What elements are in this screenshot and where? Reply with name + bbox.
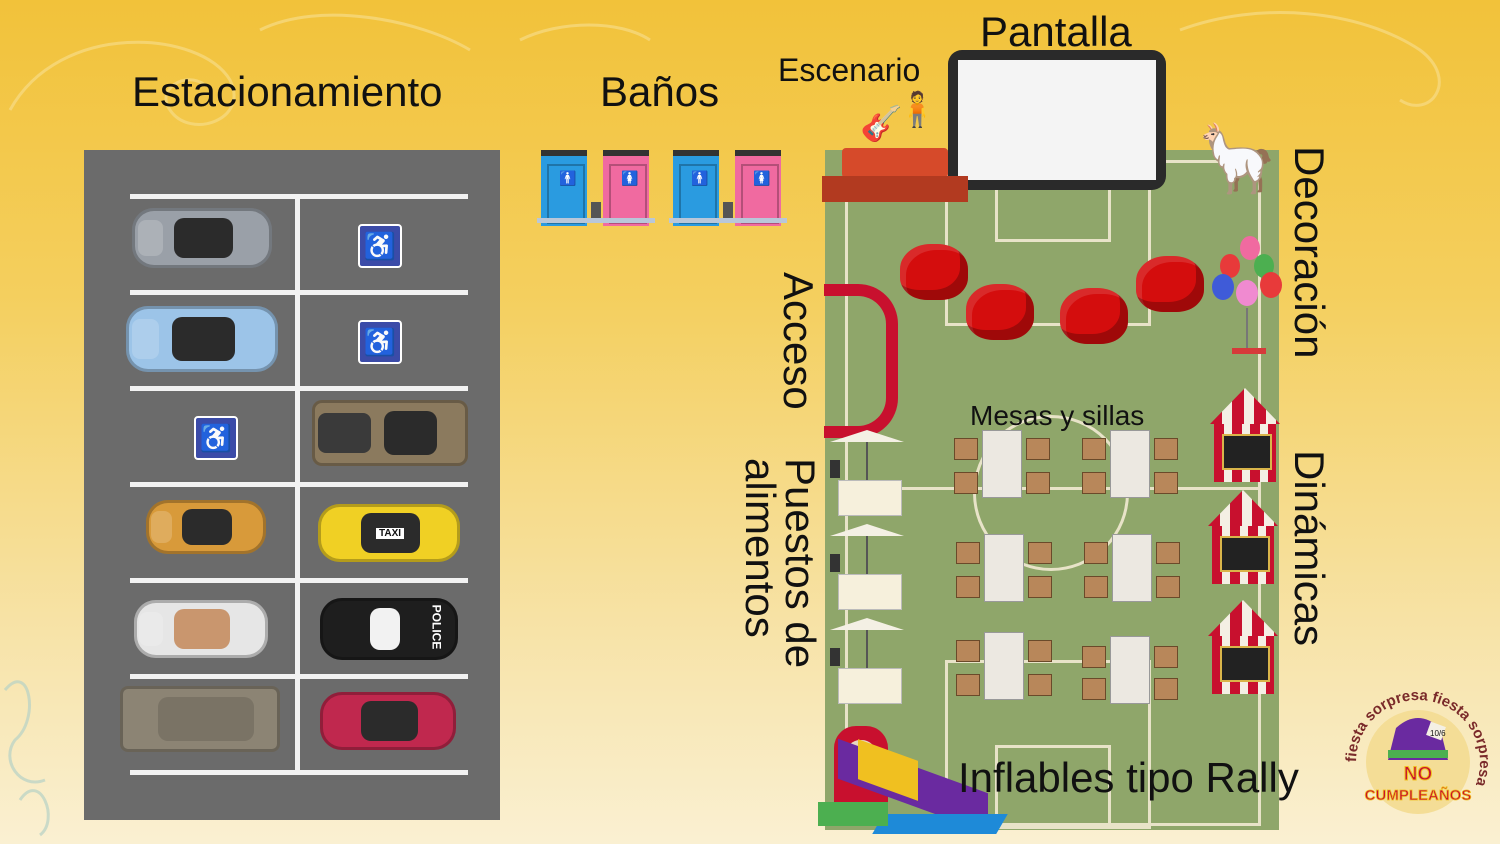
restroom-men: 🚹 xyxy=(673,150,719,226)
accessible-parking-icon: ♿ xyxy=(358,320,402,364)
chair xyxy=(956,542,980,564)
pinata-icon: 🦙 xyxy=(1196,121,1279,195)
logo-hat-tag: 10/6 xyxy=(1430,729,1446,738)
car-light-blue xyxy=(126,306,278,372)
car-red-sports xyxy=(320,692,456,750)
chair xyxy=(1154,438,1178,460)
restroom-base xyxy=(537,218,655,223)
screen-title: Pantalla xyxy=(980,8,1132,55)
chair xyxy=(956,576,980,598)
restrooms-title: Baños xyxy=(600,68,720,115)
table xyxy=(984,632,1024,700)
restroom-women: 🚺 xyxy=(603,150,649,226)
chair xyxy=(1026,438,1050,460)
goal-area-bottom xyxy=(995,745,1111,829)
chair xyxy=(1082,678,1106,700)
parking-title: Estacionamiento xyxy=(132,68,443,115)
table xyxy=(1110,636,1150,704)
chair xyxy=(1028,674,1052,696)
table xyxy=(1112,534,1152,602)
beanbag-icon xyxy=(1060,288,1128,344)
musician-icon: 🎸 xyxy=(860,105,903,143)
game-booth xyxy=(1208,490,1278,590)
car-police-sign: POLICE xyxy=(429,604,444,650)
car-gray xyxy=(132,208,272,268)
car-orange xyxy=(146,500,266,554)
chair xyxy=(954,472,978,494)
chair xyxy=(956,674,980,696)
chair xyxy=(1154,472,1178,494)
table xyxy=(982,430,1022,498)
decoration-title: Decoración xyxy=(1286,146,1333,359)
chair xyxy=(1154,646,1178,668)
beanbag-icon xyxy=(900,244,968,300)
chair xyxy=(1156,576,1180,598)
accessible-parking-icon: ♿ xyxy=(194,416,238,460)
table xyxy=(984,534,1024,602)
beanbag-icon xyxy=(966,284,1034,340)
chair xyxy=(954,438,978,460)
chair xyxy=(1154,678,1178,700)
car-taxi: TAXI xyxy=(318,504,460,562)
singer-icon: 🧍 xyxy=(896,91,939,129)
chair xyxy=(956,640,980,662)
game-booth xyxy=(1210,388,1280,488)
balloons-icon xyxy=(1212,236,1282,356)
car-pickup xyxy=(312,400,468,466)
chair xyxy=(1156,542,1180,564)
inflatable-slide xyxy=(818,716,1008,840)
restroom-men: 🚹 xyxy=(541,150,587,226)
restroom-base xyxy=(669,218,787,223)
game-booth xyxy=(1208,600,1278,700)
car-police: POLICE xyxy=(320,598,458,660)
chair xyxy=(1082,438,1106,460)
food-stand xyxy=(830,524,904,614)
chair xyxy=(1082,472,1106,494)
inflatables-title: Inflables tipo Rally xyxy=(958,754,1299,801)
stage-title: Escenario xyxy=(778,52,921,88)
food-stands-title: Puestos de alimentos xyxy=(737,458,824,669)
chair xyxy=(1026,472,1050,494)
screen-surface xyxy=(958,60,1156,180)
accessible-parking-icon: ♿ xyxy=(358,224,402,268)
parking-divider xyxy=(295,194,300,774)
car-taxi-sign: TAXI xyxy=(376,528,405,539)
sink-icon xyxy=(591,202,601,218)
svg-text:CUMPLEAÑOS: CUMPLEAÑOS xyxy=(1365,786,1472,804)
chair xyxy=(1028,542,1052,564)
table xyxy=(1110,430,1150,498)
access-title: Acceso xyxy=(775,272,822,410)
parking-lot: ♿ ♿ ♿ TAXI POLICE xyxy=(84,150,500,820)
car-van xyxy=(120,686,280,752)
svg-text:NO: NO xyxy=(1404,764,1433,785)
chair xyxy=(1084,576,1108,598)
chair xyxy=(1028,576,1052,598)
no-cumpleanos-logo: fiesta sorpresa fiesta sorpresa 10/6 NO … xyxy=(1343,687,1493,836)
chair xyxy=(1028,640,1052,662)
stage-platform xyxy=(842,148,948,178)
logo-badge: fiesta sorpresa fiesta sorpresa 10/6 NO … xyxy=(1343,687,1493,814)
chair xyxy=(1084,542,1108,564)
car-white-convertible xyxy=(134,600,268,658)
food-stand xyxy=(830,618,904,708)
restroom-women: 🚺 xyxy=(735,150,781,226)
beanbag-icon xyxy=(1136,256,1204,312)
stage-steps xyxy=(822,176,968,202)
sink-icon xyxy=(723,202,733,218)
activities-title: Dinámicas xyxy=(1286,450,1333,647)
food-stand xyxy=(830,430,904,520)
chair xyxy=(1082,646,1106,668)
entrance-arch xyxy=(824,284,898,438)
tables-title: Mesas y sillas xyxy=(970,400,1145,431)
